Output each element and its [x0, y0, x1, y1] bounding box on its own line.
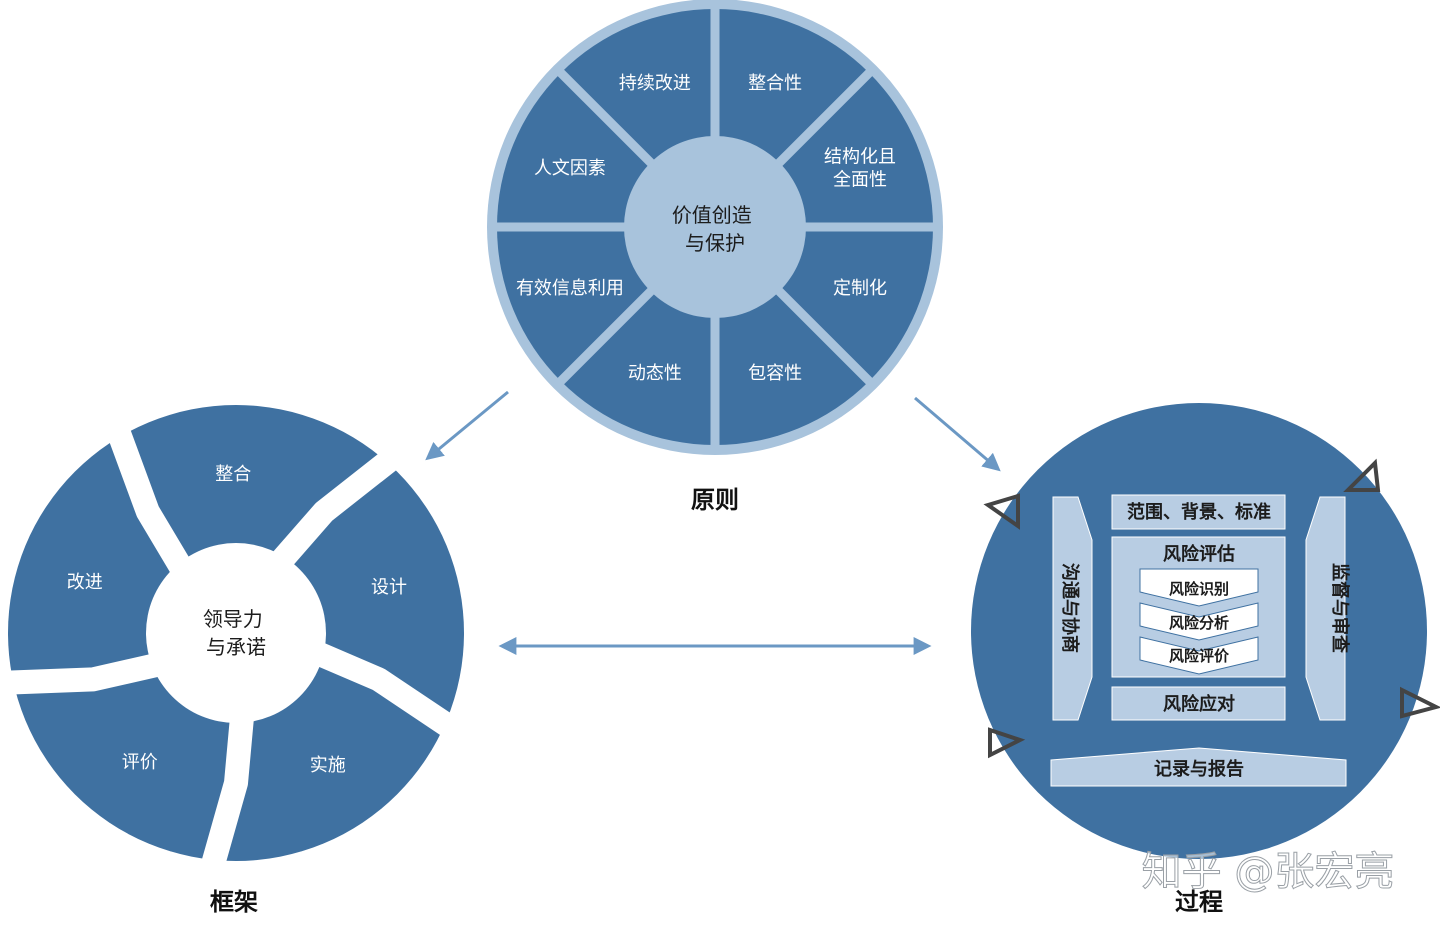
principles-spoke — [554, 66, 662, 174]
risk-analysis-step — [1139, 602, 1259, 641]
risk-evaluation-step — [1139, 636, 1259, 675]
rotation-triangle-icon — [1343, 458, 1381, 492]
principles-spoke — [554, 280, 662, 388]
framework-segment-label: 设计 — [371, 577, 407, 598]
risk-evaluation-label: 风险评价 — [1169, 647, 1230, 665]
principle-segment-label: 整合性 — [748, 73, 802, 94]
framework-caption: 框架 — [210, 888, 258, 916]
communication-arrow — [1052, 496, 1093, 721]
monitoring-arrow — [1305, 496, 1346, 721]
framework-center-label: 领导力 与承诺 — [203, 607, 269, 659]
watermark: 知乎 @张宏亮 — [1142, 849, 1395, 895]
rotation-triangle-icon — [988, 727, 1026, 759]
framework-segment-label: 评价 — [122, 752, 158, 773]
principle-segment-label: 结构化且全面性 — [824, 146, 896, 190]
framework-segment-label: 改进 — [67, 572, 103, 593]
rotation-triangle-icon — [983, 493, 1020, 530]
risk-identification-step — [1139, 568, 1259, 607]
principle-segment-label: 持续改进 — [619, 73, 691, 94]
framework-center-disc — [146, 543, 326, 723]
risk-identification-label: 风险识别 — [1169, 580, 1229, 598]
principle-segment-label: 动态性 — [628, 363, 682, 384]
process-caption: 过程 — [1175, 888, 1223, 916]
monitoring-label: 监督与审查 — [1329, 563, 1351, 653]
principles-spoke — [768, 280, 876, 388]
principle-segment-label: 包容性 — [748, 363, 802, 384]
principle-segment-label: 人文因素 — [534, 158, 606, 179]
recording-label: 记录与报告 — [1154, 758, 1244, 780]
arrow-principles-to-process — [914, 396, 1001, 472]
scope-label: 范围、背景、标准 — [1127, 501, 1271, 523]
principles-spokes — [493, 5, 937, 449]
assessment-title: 风险评估 — [1163, 543, 1235, 565]
framework-gap — [0, 653, 160, 695]
recording-bar — [1050, 747, 1347, 787]
framework-segment-label: 实施 — [310, 755, 346, 776]
principles-caption: 原则 — [691, 486, 739, 514]
principle-segment-label: 有效信息利用 — [516, 278, 624, 299]
communication-label: 沟通与协商 — [1059, 563, 1081, 653]
principles-center-label: 价值创造 与保护 — [672, 203, 758, 255]
principles-center-disc — [624, 136, 806, 318]
framework-gap — [104, 421, 192, 575]
risk-analysis-label: 风险分析 — [1169, 614, 1229, 632]
principles-spoke — [768, 66, 876, 174]
principle-segment-label: 定制化 — [833, 278, 887, 299]
framework-segment-label: 整合 — [215, 464, 251, 485]
arrow-principles-to-framework — [425, 390, 509, 461]
treatment-box — [1111, 686, 1286, 721]
scope-box — [1111, 494, 1286, 530]
framework-gap — [199, 716, 254, 875]
framework-gaps — [0, 421, 462, 875]
process-diagram: 沟通与协商 监督与审查 范围、背景、标准 风险评估 风险识别 风险分析 风险评价… — [971, 403, 1440, 916]
treatment-label: 风险应对 — [1163, 693, 1235, 715]
framework-gap — [272, 445, 405, 569]
framework-gap — [313, 642, 462, 741]
rotation-triangle-icon — [1400, 686, 1440, 719]
